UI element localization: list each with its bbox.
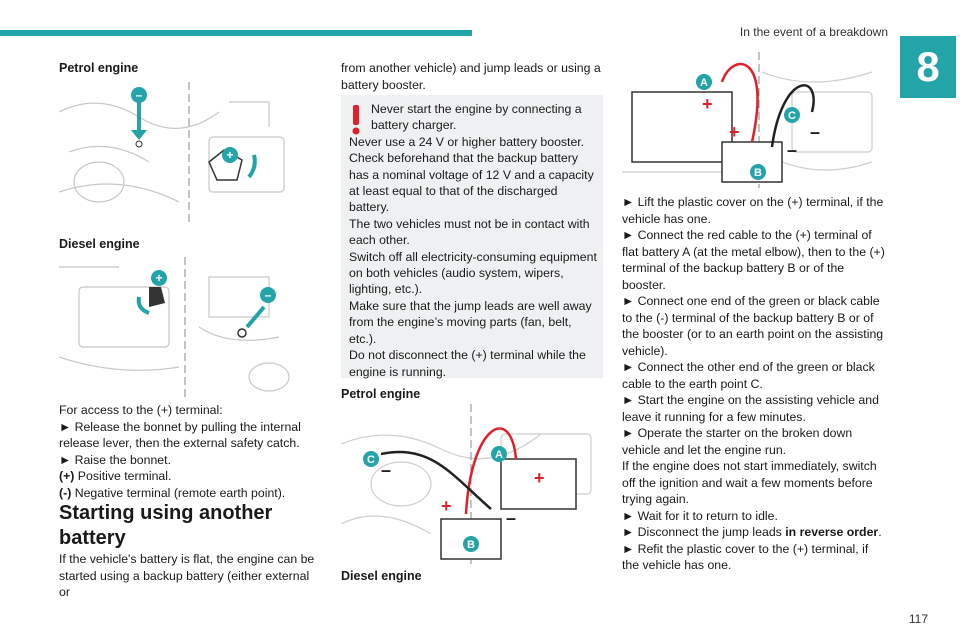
- step-connect-red: ► Connect the red cable to the (+) termi…: [622, 228, 885, 292]
- step-lift-cover: ► Lift the plastic cover on the (+) term…: [622, 195, 884, 226]
- disconnect-bold: in reverse order: [785, 525, 879, 539]
- svg-text:+: +: [226, 148, 233, 162]
- disconnect-pre: ► Disconnect the jump leads: [622, 525, 786, 539]
- step-connect-earth: ► Connect the other end of the green or …: [622, 360, 875, 391]
- diesel-jump-start-illustration: + + – – A B C: [622, 52, 884, 188]
- petrol-engine-heading-2: Petrol engine: [341, 387, 421, 401]
- left-diesel-heading-block: Diesel engine: [59, 236, 299, 253]
- page-number: 117: [908, 612, 928, 626]
- minus-sign-c: –: [381, 460, 391, 480]
- header-accent-bar: [0, 30, 472, 36]
- diesel-battery-illustration: + –: [59, 257, 291, 397]
- petrol-battery-illustration: – +: [59, 82, 291, 224]
- warning-text: Never start the engine by connecting a b…: [349, 101, 599, 380]
- right-steps: ► Lift the plastic cover on the (+) term…: [622, 194, 886, 574]
- label-a-2: A: [700, 77, 708, 89]
- plus-sign-b-2: +: [729, 122, 740, 142]
- section-intro: If the vehicle's battery is flat, the en…: [59, 552, 315, 599]
- left-text-block: For access to the (+) terminal: ► Releas…: [59, 402, 321, 601]
- release-bonnet-step: ► Release the bonnet by pulling the inte…: [59, 419, 301, 451]
- warning-rest: Never use a 24 V or higher battery boost…: [349, 134, 597, 379]
- negative-label: (-): [59, 485, 72, 500]
- minus-sign-b: –: [506, 508, 516, 528]
- negative-text: Negative terminal (remote earth point).: [71, 485, 286, 500]
- label-c-2: C: [788, 110, 796, 122]
- diesel-engine-heading-2: Diesel engine: [341, 569, 422, 583]
- middle-diesel-heading-block: Diesel engine: [341, 568, 603, 585]
- section-heading: Starting using another battery: [59, 502, 273, 549]
- minus-sign-c-2: –: [810, 122, 820, 142]
- svg-text:–: –: [265, 288, 272, 302]
- chapter-number: 8: [900, 36, 956, 98]
- diesel-engine-heading: Diesel engine: [59, 237, 140, 251]
- plus-sign-a: +: [534, 468, 545, 488]
- svg-text:–: –: [136, 88, 143, 102]
- left-petrol-heading-block: Petrol engine: [59, 60, 299, 77]
- middle-continuation: from another vehicle) and jump leads or …: [341, 60, 603, 93]
- step-start-assisting: ► Start the engine on the assisting vehi…: [622, 393, 879, 424]
- warning-first-line: Never start the engine by connecting a b…: [371, 102, 582, 133]
- petrol-jump-start-illustration: + + – – A B C: [341, 404, 603, 564]
- step-disconnect: ► Disconnect the jump leads in reverse o…: [622, 524, 886, 541]
- step-retry-note: If the engine does not start immediately…: [622, 459, 877, 506]
- warning-icon: [352, 105, 360, 135]
- petrol-engine-heading: Petrol engine: [59, 61, 139, 75]
- warning-box: Never start the engine by connecting a b…: [341, 95, 603, 380]
- step-connect-black: ► Connect one end of the green or black …: [622, 294, 884, 358]
- access-intro: For access to the (+) terminal:: [59, 403, 223, 417]
- label-a: A: [495, 449, 503, 461]
- disconnect-post: .: [878, 525, 882, 539]
- positive-text: Positive terminal.: [74, 469, 172, 483]
- minus-sign-b-2: –: [787, 140, 797, 160]
- section-title: In the event of a breakdown: [739, 25, 888, 39]
- step-operate-starter: ► Operate the starter on the broken down…: [622, 426, 853, 457]
- label-b-2: B: [754, 167, 762, 179]
- svg-text:+: +: [155, 271, 162, 285]
- continuation-text: from another vehicle) and jump leads or …: [341, 61, 601, 92]
- step-wait-idle: ► Wait for it to return to idle.: [622, 508, 778, 523]
- positive-label: (+): [59, 469, 75, 483]
- label-c: C: [367, 454, 375, 466]
- step-refit-cover: ► Refit the plastic cover to the (+) ter…: [622, 541, 869, 573]
- plus-sign-b: +: [441, 496, 452, 516]
- middle-petrol-heading-block: Petrol engine: [341, 386, 603, 403]
- positive-terminal-note: (+) Positive terminal.: [59, 468, 321, 485]
- plus-sign-a-2: +: [702, 94, 713, 114]
- negative-terminal-note: (-) Negative terminal (remote earth poin…: [59, 485, 321, 502]
- raise-bonnet-step: ► Raise the bonnet.: [59, 452, 171, 467]
- label-b: B: [467, 539, 475, 551]
